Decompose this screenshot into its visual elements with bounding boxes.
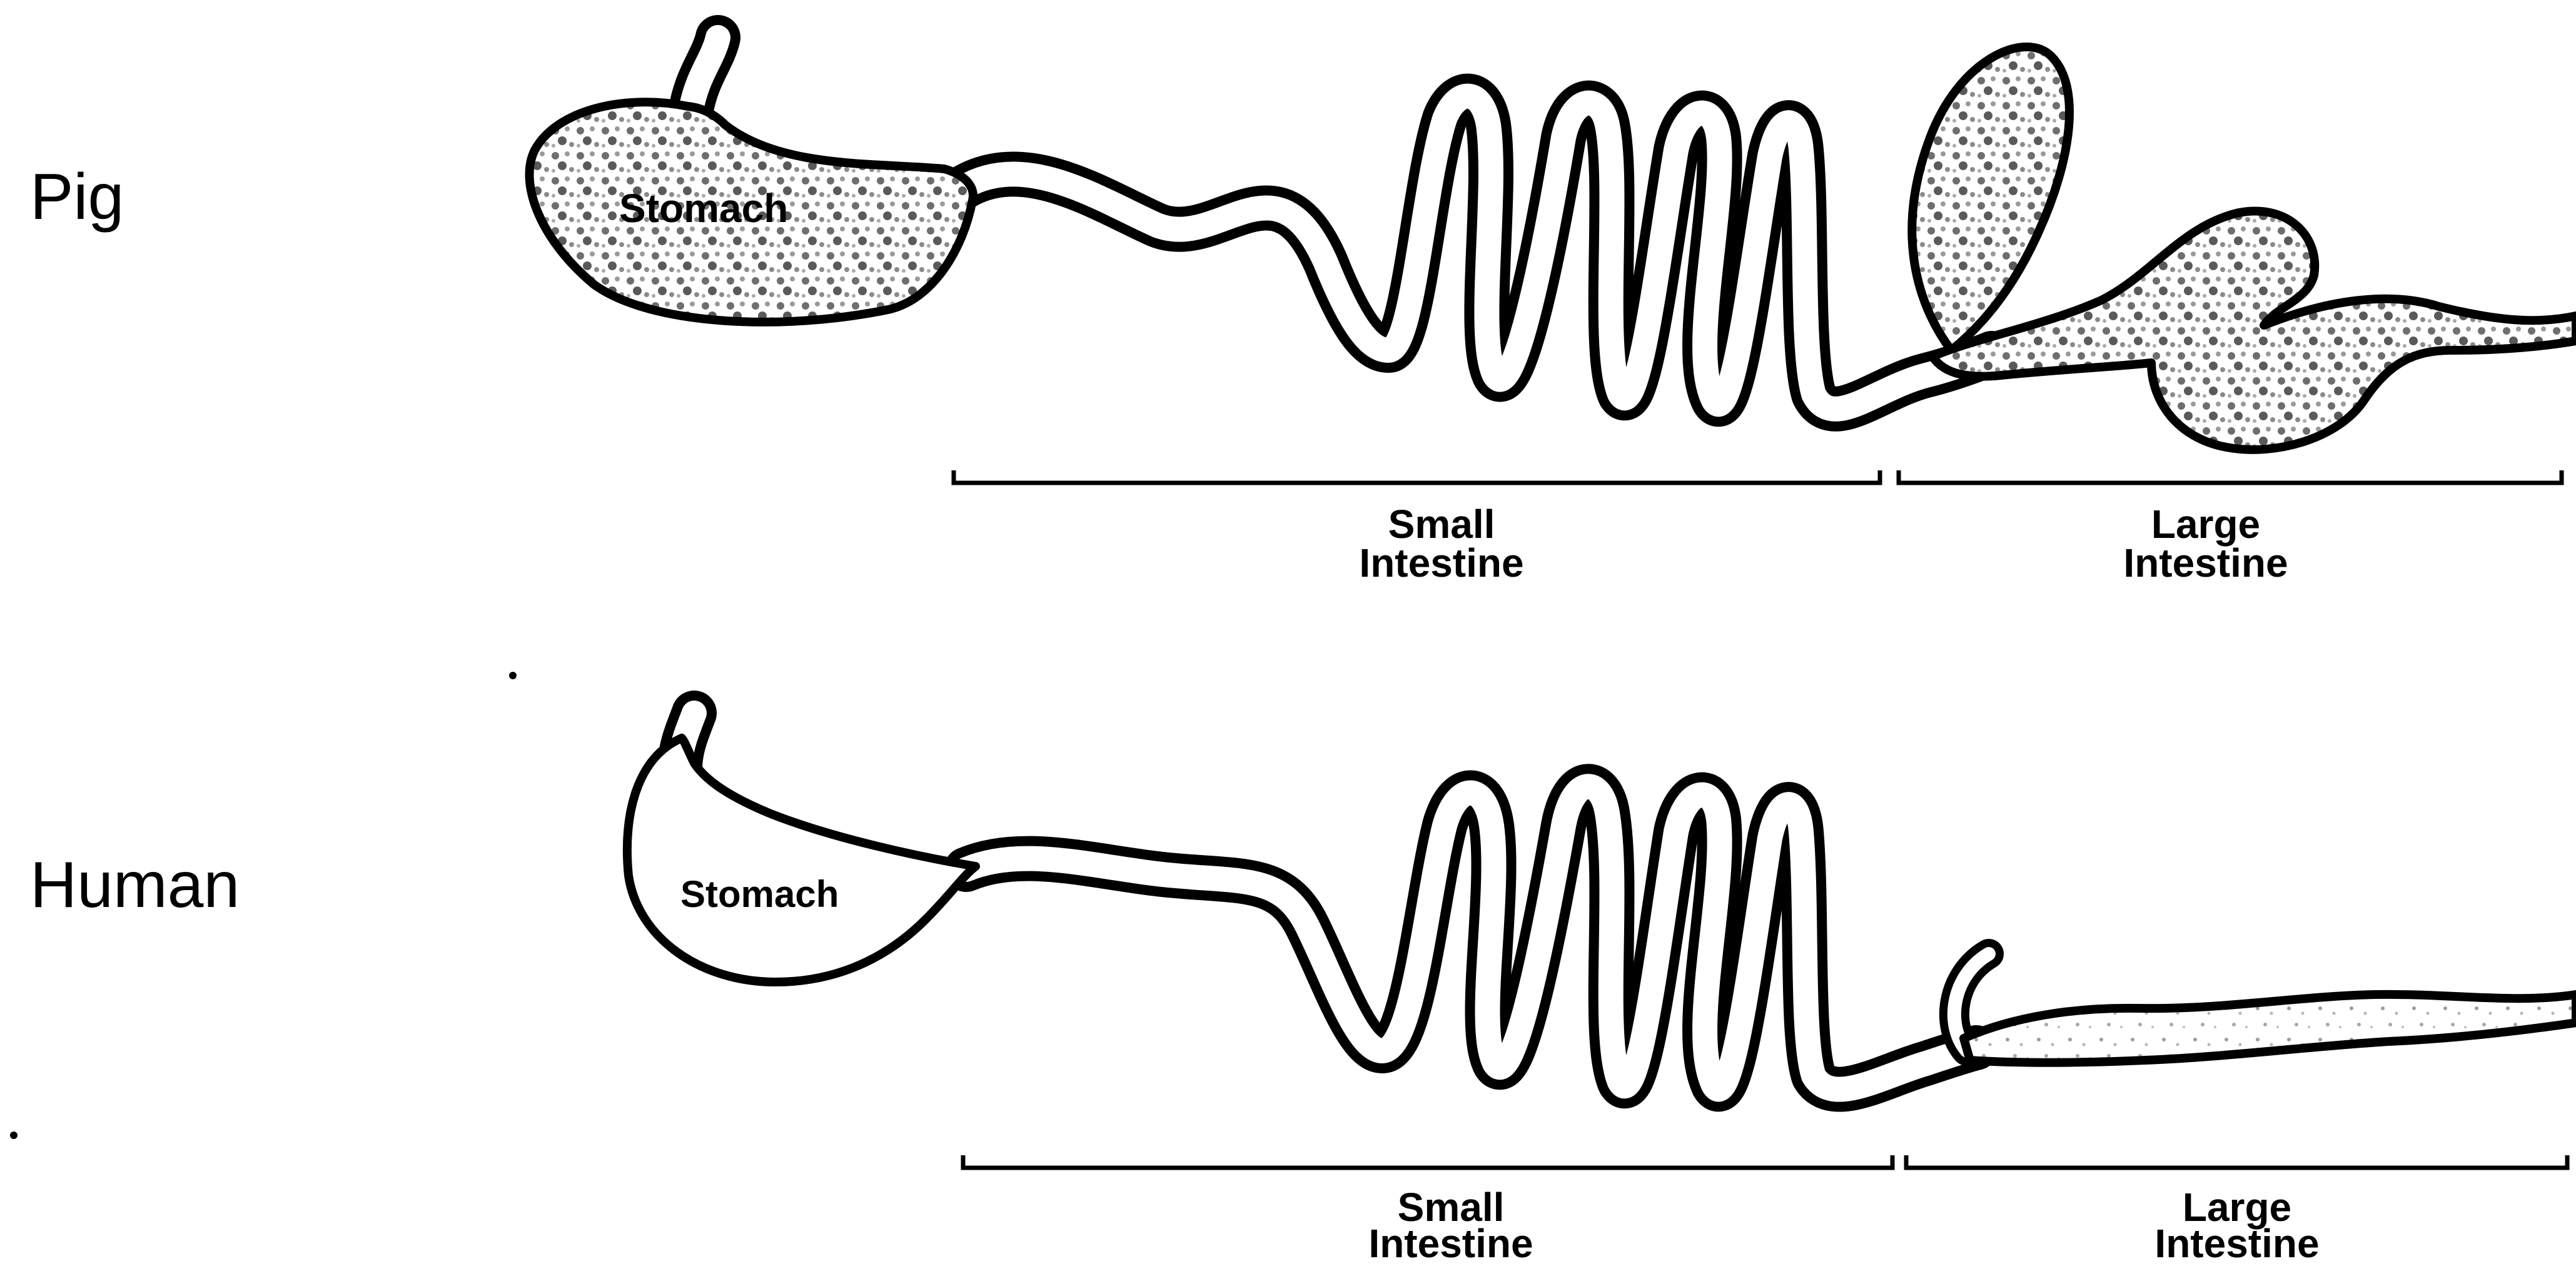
human-large-intestine-bracket bbox=[1906, 1155, 2567, 1168]
human-small-intestine-bracket bbox=[963, 1155, 1892, 1168]
scan-speck bbox=[509, 672, 517, 679]
human-label: Human bbox=[30, 849, 240, 921]
human-stomach bbox=[627, 738, 976, 982]
human-small-intestine-line2: Intestine bbox=[1368, 1221, 1533, 1266]
scan-speck bbox=[10, 1132, 18, 1139]
pig-large-intestine-line2: Intestine bbox=[2123, 540, 2288, 585]
pig-small-intestine-line2: Intestine bbox=[1359, 540, 1523, 585]
human-large-intestine bbox=[1964, 995, 2576, 1063]
human-stomach-label: Stomach bbox=[680, 873, 839, 915]
pig-cecum bbox=[1912, 47, 2069, 350]
human-large-intestine-line2: Intestine bbox=[2154, 1221, 2319, 1266]
pig-stomach-label: Stomach bbox=[619, 186, 788, 231]
pig-label: Pig bbox=[30, 161, 124, 233]
pig-large-intestine-bracket bbox=[1899, 470, 2562, 483]
human-small-intestine bbox=[966, 786, 1976, 1089]
pig-small-intestine-bracket bbox=[954, 470, 1880, 483]
